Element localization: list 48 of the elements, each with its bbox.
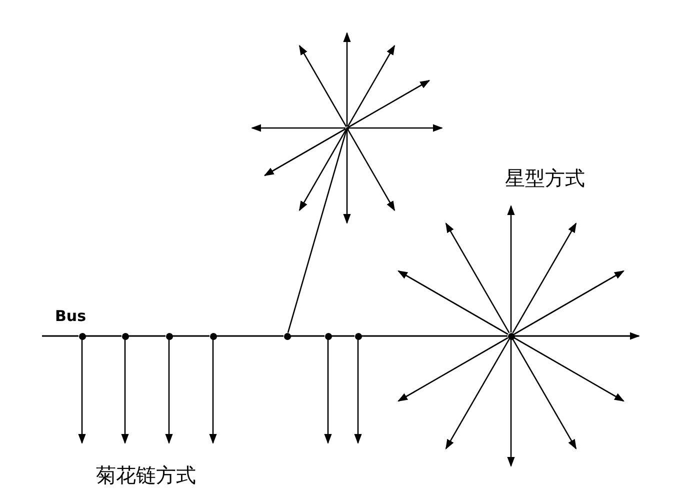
topology-label: 菊花链方式 [96, 465, 196, 485]
arrow [78, 340, 86, 444]
arrow [398, 270, 508, 335]
bus-label: Bus [55, 309, 86, 324]
junction-dot [78, 332, 86, 340]
arrow [348, 80, 430, 128]
arrow [251, 124, 346, 132]
bus-line [362, 335, 508, 337]
arrow [121, 340, 129, 444]
arrow [343, 130, 351, 224]
arrow [354, 340, 362, 444]
arrow [324, 340, 332, 444]
junction-dot [122, 332, 128, 340]
arrow [445, 222, 510, 334]
arrow [512, 222, 577, 334]
junction-dot [210, 332, 216, 340]
arrow [507, 340, 515, 467]
arrow [512, 338, 577, 450]
arrow [347, 44, 396, 128]
topology-label: 星型方式 [505, 168, 585, 188]
bus-line [42, 335, 78, 337]
bus-line [216, 335, 284, 337]
arrow [507, 205, 515, 332]
bus-line [172, 335, 210, 337]
arrow [514, 337, 624, 402]
bus-line [86, 335, 122, 337]
bus-arrow [514, 332, 640, 340]
arrow [347, 128, 396, 212]
junction-dot [166, 332, 172, 340]
bus-line [332, 335, 354, 337]
arrow [445, 338, 510, 450]
arrow [348, 124, 443, 132]
arrow [514, 270, 624, 335]
arrow [298, 128, 347, 212]
arrow [298, 44, 347, 128]
arrow [209, 340, 217, 444]
junction-dot [508, 332, 514, 340]
junction-dot [354, 332, 362, 340]
arrow [264, 128, 346, 176]
bus-line [290, 335, 324, 337]
arrow [398, 337, 508, 402]
connector-line [287, 129, 348, 333]
junction-dot [324, 332, 332, 340]
bus-line [128, 335, 166, 337]
arrow [343, 32, 351, 126]
junction-point [346, 126, 348, 130]
arrow [165, 340, 173, 444]
junction-dot [284, 332, 290, 340]
